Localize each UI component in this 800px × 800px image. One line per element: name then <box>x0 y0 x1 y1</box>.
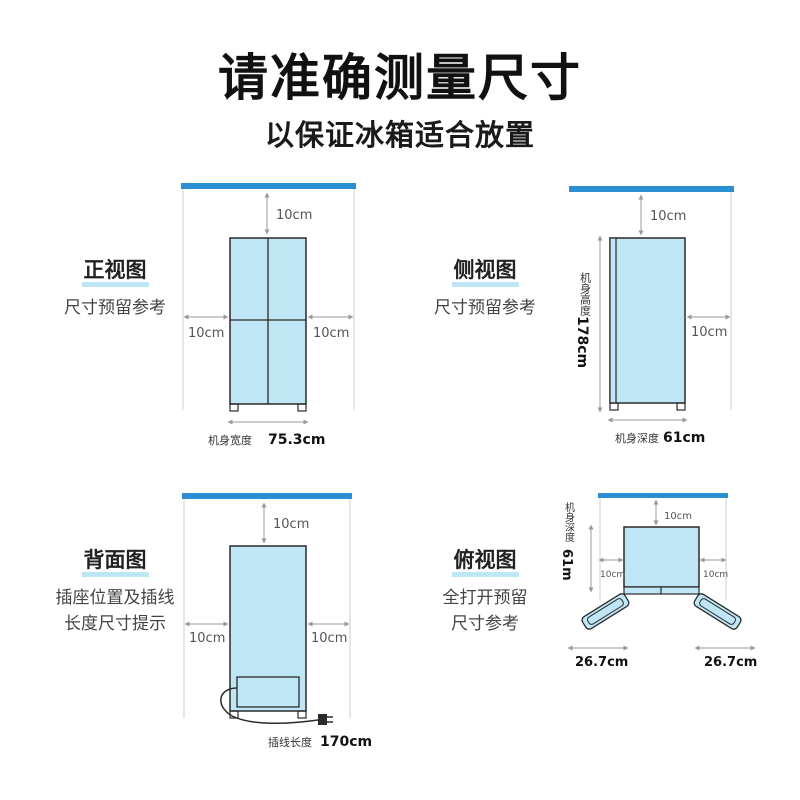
back-power-cord <box>220 687 319 724</box>
back-top-gap: 10cm <box>273 517 309 532</box>
back-cord-value: 170cm <box>320 734 372 750</box>
front-foot-right <box>297 403 307 412</box>
side-fridge-body <box>609 237 686 404</box>
front-left-gap: 10cm <box>188 326 224 341</box>
top-right-gap: 10cm <box>703 570 728 580</box>
front-right-gap: 10cm <box>313 326 349 341</box>
top-top-gap: 10cm <box>664 511 692 522</box>
top-view-diagram: 10cm 机身深度 61m 10cm 10cm 26.7cm 26.7cm <box>559 493 757 670</box>
top-fridge-body <box>623 526 700 588</box>
front-width-value: 75.3cm <box>268 432 325 448</box>
top-left-gap: 10cm <box>600 570 625 580</box>
back-cord-label: 插线长度 <box>268 735 312 749</box>
back-left-gap: 10cm <box>189 631 225 646</box>
side-height-label: 机身高度 <box>579 271 592 317</box>
back-right-gap: 10cm <box>311 631 347 646</box>
side-wall-bar <box>569 186 734 192</box>
top-right-door-width: 26.7cm <box>704 655 757 670</box>
top-view-label: 俯视图 全打开预留 尺寸参考 <box>410 548 560 637</box>
front-width-label: 机身宽度 <box>208 433 252 447</box>
plug-icon <box>318 714 333 725</box>
back-view-diagram: 10cm 10cm 10cm 插线长度 170cm <box>182 493 372 750</box>
top-depth-value: 61m <box>559 549 574 581</box>
front-foot-left <box>229 403 239 412</box>
top-wall-bar <box>598 493 728 498</box>
page-subtitle: 以保证冰箱适合放置 <box>264 118 535 152</box>
side-door-edge <box>609 237 617 404</box>
side-right-gap: 10cm <box>691 325 727 340</box>
page-title: 请准确测量尺寸 <box>218 49 582 107</box>
top-view-name: 俯视图 <box>451 548 519 577</box>
top-view-desc-1: 全打开预留 <box>442 588 528 608</box>
front-view-desc: 尺寸预留参考 <box>64 298 166 318</box>
back-wall-bar <box>182 493 352 499</box>
front-wall-bar <box>181 183 356 189</box>
top-depth-label: 机身深度 <box>563 501 575 543</box>
side-view-diagram: 10cm 机身高度 178cm 10cm 机身深度 61cm <box>569 186 734 446</box>
top-left-door <box>581 593 630 630</box>
front-view-label: 正视图 尺寸预留参考 <box>40 258 190 321</box>
side-depth-value: 61cm <box>663 430 705 446</box>
back-compressor-panel <box>236 676 300 708</box>
top-left-door-width: 26.7cm <box>575 655 628 670</box>
front-view-name: 正视图 <box>81 258 149 287</box>
side-foot-back <box>676 402 686 411</box>
side-view-label: 侧视图 尺寸预留参考 <box>410 258 560 321</box>
back-view-desc-1: 插座位置及插线 <box>55 588 175 608</box>
top-view-desc-2: 尺寸参考 <box>451 614 519 634</box>
side-top-gap: 10cm <box>650 209 686 224</box>
back-view-desc-2: 长度尺寸提示 <box>64 614 166 634</box>
back-view-label: 背面图 插座位置及插线 长度尺寸提示 <box>30 548 200 637</box>
front-view-diagram: 10cm 10cm 10cm 机身宽度 75.3cm <box>181 183 356 448</box>
back-view-name: 背面图 <box>81 548 149 577</box>
front-top-gap: 10cm <box>276 208 312 223</box>
side-view-desc: 尺寸预留参考 <box>434 298 536 318</box>
side-foot-front <box>609 402 619 411</box>
side-height-value: 178cm <box>574 316 590 368</box>
back-foot-right <box>297 710 307 719</box>
side-depth-label: 机身深度 <box>615 431 659 445</box>
top-right-door <box>693 593 742 630</box>
side-view-name: 侧视图 <box>451 258 519 287</box>
